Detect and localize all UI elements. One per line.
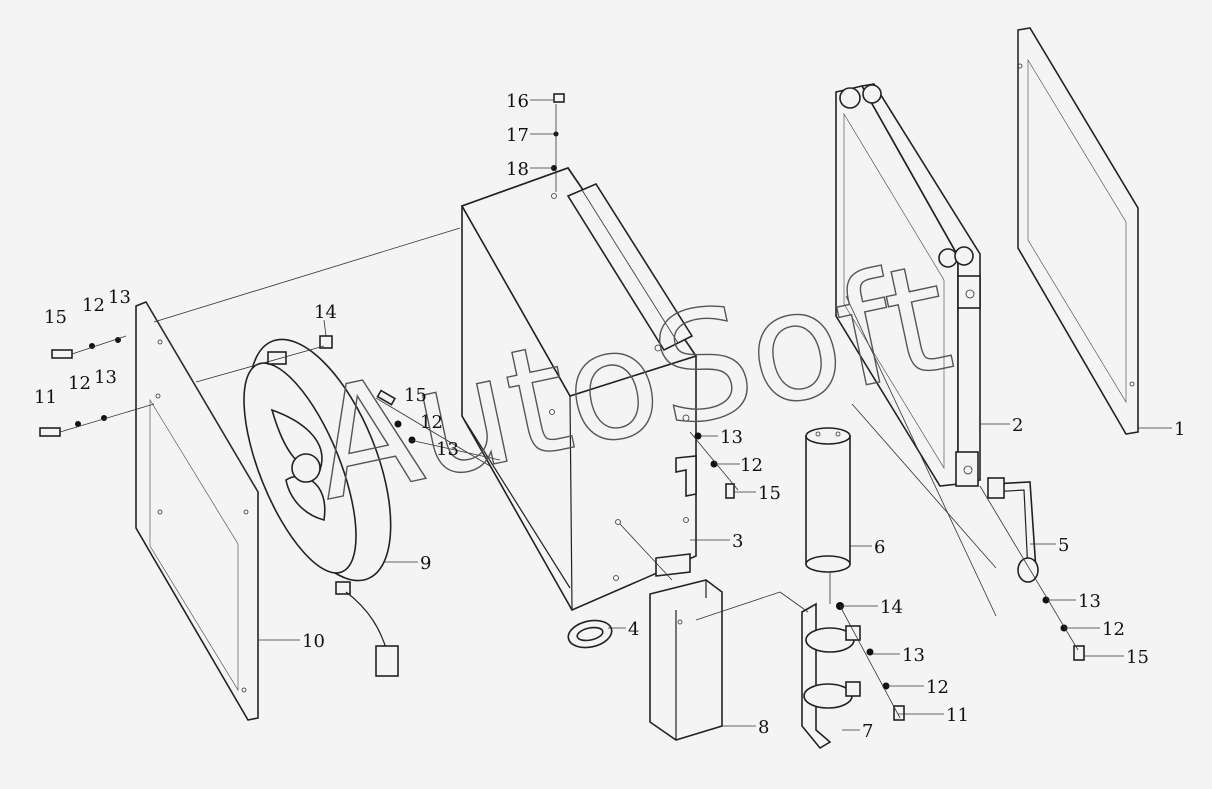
housing-box	[460, 167, 698, 612]
callout-14-bracket: 14	[880, 597, 903, 618]
condenser	[835, 83, 981, 487]
callout-16: 16	[506, 91, 529, 112]
callout-leaders	[258, 99, 1172, 731]
refrigerant-pipe	[987, 477, 1039, 583]
callout-15-fan: 15	[404, 385, 427, 406]
rear-grille-panel	[1017, 27, 1139, 435]
callout-2: 2	[1012, 415, 1023, 436]
callout-15-pipe: 15	[1126, 647, 1149, 668]
callout-6: 6	[874, 537, 885, 558]
callout-13-upper-left: 13	[108, 287, 131, 308]
callout-12-fan: 12	[420, 412, 443, 433]
grommet	[567, 619, 613, 649]
callout-13-pipe: 13	[1078, 591, 1101, 612]
drier-bracket	[801, 602, 861, 750]
callout-3: 3	[732, 531, 743, 552]
callout-17: 17	[506, 125, 529, 146]
cover-bracket	[649, 579, 723, 741]
callout-11-right: 11	[946, 705, 969, 726]
callout-numbers: 1 2 3 4 5 6 7 8 9 10 11 11 12 12 12 12 1…	[34, 91, 1185, 742]
callout-1: 1	[1174, 419, 1185, 440]
callout-4: 4	[628, 619, 639, 640]
callout-14-fan: 14	[314, 302, 337, 323]
callout-12-bracket: 12	[926, 677, 949, 698]
callout-5: 5	[1058, 535, 1069, 556]
callout-12-upper-left: 12	[82, 295, 105, 316]
callout-10: 10	[302, 631, 325, 652]
callout-15-left: 15	[44, 307, 67, 328]
callout-12-housing: 12	[740, 455, 763, 476]
callout-9: 9	[420, 553, 431, 574]
callout-12-lower-left: 12	[68, 373, 91, 394]
assembly-lines	[59, 104, 1079, 719]
callout-13-fan: 13	[436, 439, 459, 460]
callout-13-housing: 13	[720, 427, 743, 448]
front-grille-panel	[135, 301, 259, 721]
callout-13-bracket: 13	[902, 645, 925, 666]
callout-15-housing: 15	[758, 483, 781, 504]
receiver-drier	[805, 427, 851, 573]
callout-7: 7	[862, 721, 873, 742]
callout-8: 8	[758, 717, 769, 738]
callout-13-lower-left: 13	[94, 367, 117, 388]
callout-12-pipe: 12	[1102, 619, 1125, 640]
callout-18: 18	[506, 159, 529, 180]
callout-11-left: 11	[34, 387, 57, 408]
fan-assembly	[243, 338, 399, 677]
